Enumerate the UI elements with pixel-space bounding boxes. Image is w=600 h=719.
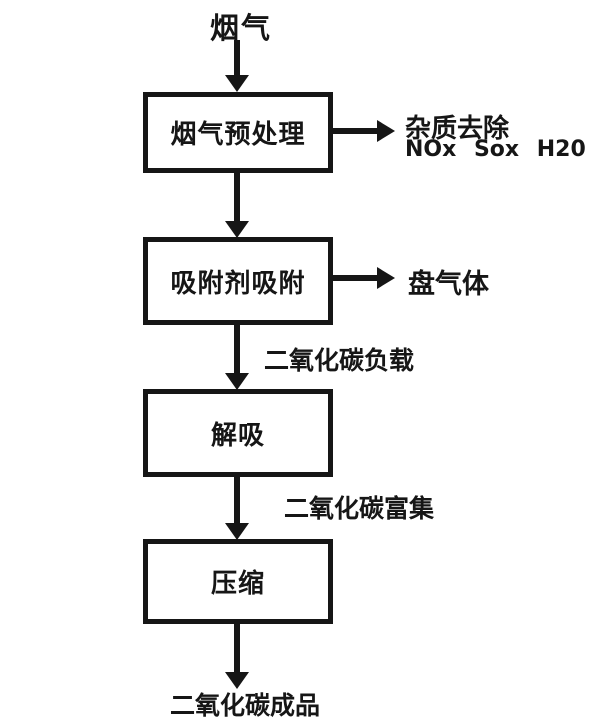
step-compression-label: 压缩 bbox=[210, 569, 265, 599]
source-label: 烟气 bbox=[210, 11, 273, 45]
arrow-step2-to-step3-head bbox=[225, 373, 249, 390]
step-desorption-label: 解吸 bbox=[210, 420, 265, 451]
sink-label: 二氧化碳成品 bbox=[170, 691, 321, 719]
branch1-arrow-head bbox=[377, 120, 395, 142]
step-adsorption-label: 吸附剂吸附 bbox=[170, 268, 306, 299]
step-pretreatment-label: 烟气预处理 bbox=[170, 120, 306, 150]
arrow-step2-to-step3-line bbox=[234, 325, 240, 374]
arrow-source-to-step1-head bbox=[225, 75, 249, 92]
arrow-step1-to-step2-head bbox=[225, 221, 249, 238]
edge-label-co2-enriched: 二氧化碳富集 bbox=[284, 494, 435, 523]
arrow-step4-to-sink-line bbox=[234, 624, 240, 673]
branch1-arrow-line bbox=[333, 128, 377, 134]
arrow-step3-to-step4-line bbox=[234, 477, 240, 524]
branch2-arrow-line bbox=[333, 275, 377, 281]
step-adsorption-box: 吸附剂吸附 bbox=[143, 237, 333, 325]
step-compression-box: 压缩 bbox=[143, 539, 333, 624]
arrow-step4-to-sink-head bbox=[225, 672, 249, 689]
branch1-sublabel: NOx Sox H20 bbox=[405, 137, 586, 162]
edge-label-co2-loaded: 二氧化碳负载 bbox=[264, 346, 415, 375]
step-desorption-box: 解吸 bbox=[143, 389, 333, 477]
step-pretreatment-box: 烟气预处理 bbox=[143, 92, 333, 173]
branch2-label: 盘气体 bbox=[408, 269, 489, 300]
arrow-step1-to-step2-line bbox=[234, 173, 240, 222]
arrow-source-to-step1-line bbox=[234, 40, 240, 76]
branch2-arrow-head bbox=[377, 267, 395, 289]
branch1-label: 杂质去除 bbox=[405, 114, 510, 144]
arrow-step3-to-step4-head bbox=[225, 523, 249, 540]
